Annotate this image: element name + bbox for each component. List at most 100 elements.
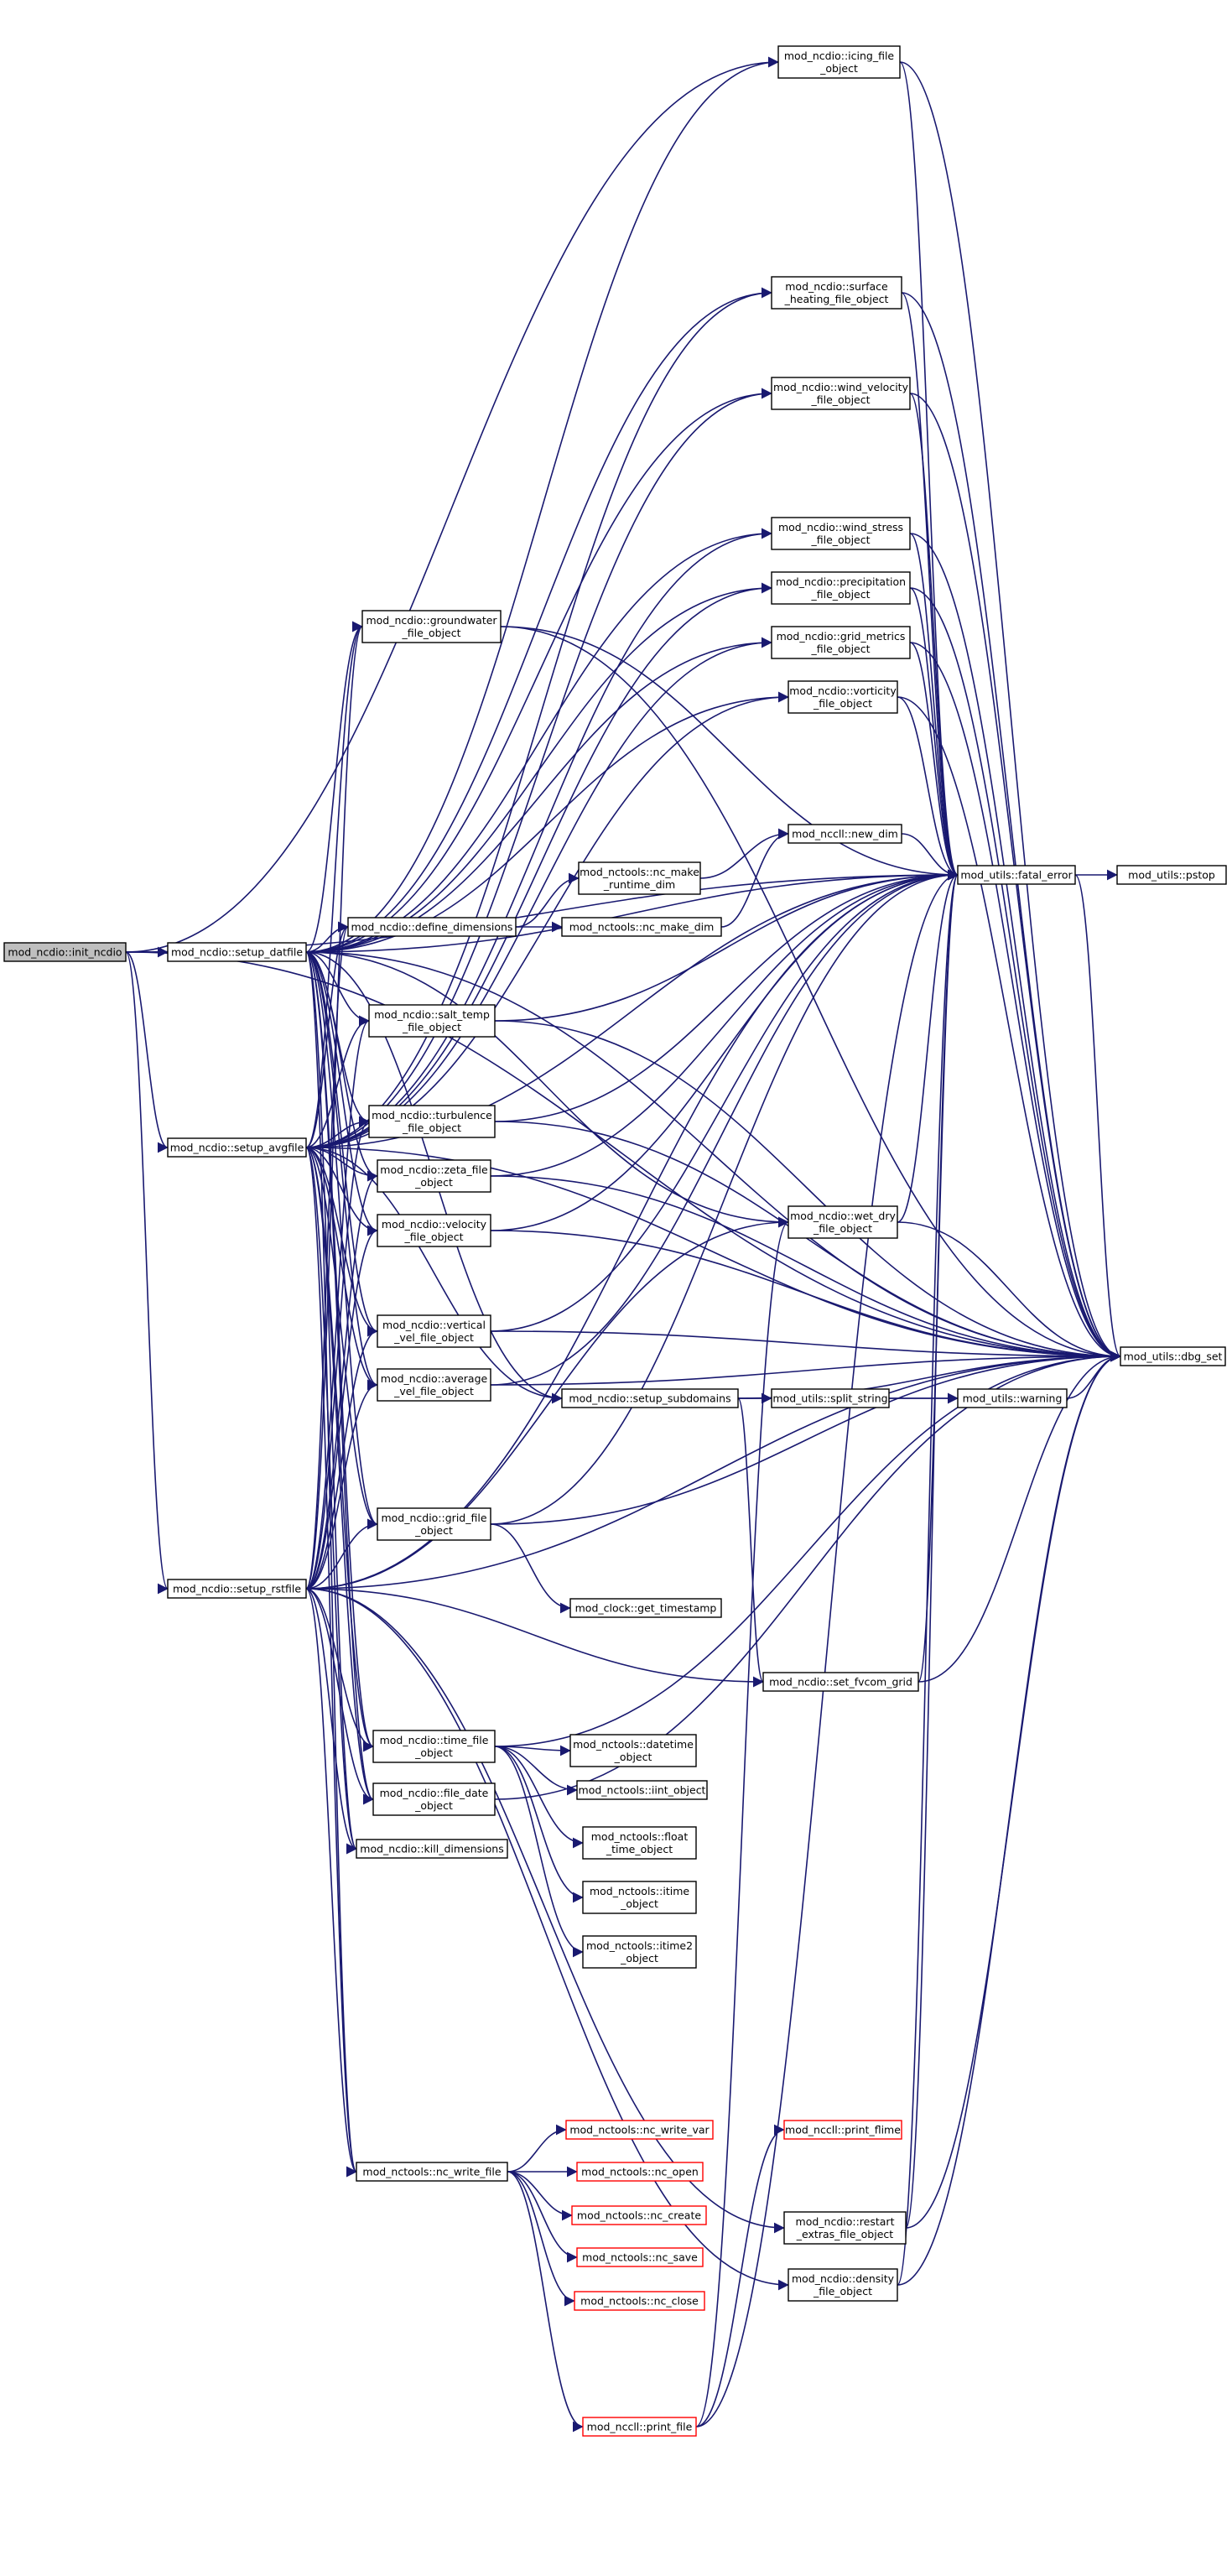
node-box [167, 1579, 307, 1599]
node-nc-make-runtime-dim[interactable]: mod_nctools::nc_make_runtime_dim [578, 861, 701, 895]
node-wet-dry[interactable]: mod_ncdio::wet_dry_file_object [788, 1205, 898, 1239]
node-label: mod_nctools::nc_write_var [569, 2124, 710, 2136]
node-label: _heating_file_object [784, 293, 889, 305]
node-salt-temp[interactable]: mod_ncdio::salt_temp_file_object [368, 1004, 496, 1038]
edge-setup-avgfile-to-groundwater [305, 621, 363, 1148]
node-grid-metrics[interactable]: mod_ncdio::grid_metrics_file_object [771, 626, 911, 659]
node-zeta[interactable]: mod_ncdio::zeta_file_object [377, 1159, 491, 1193]
node-iint[interactable]: mod_nctools::iint_object [576, 1780, 708, 1800]
edge-setup-rstfile-to-zeta [305, 1170, 378, 1590]
edge-print-file-to-wet-dry [695, 1216, 789, 2428]
node-setup-datfile[interactable]: mod_ncdio::setup_datfile [167, 942, 307, 962]
node-label: mod_ncdio::vorticity [789, 684, 897, 697]
node-set-fvcom-grid[interactable]: mod_ncdio::set_fvcom_grid [762, 1672, 919, 1692]
node-dbg-set[interactable]: mod_utils::dbg_set [1120, 1346, 1226, 1366]
node-label: mod_ncdio::kill_dimensions [360, 1843, 503, 1855]
node-grid-file[interactable]: mod_ncdio::grid_file_object [377, 1507, 491, 1541]
node-restart-extras[interactable]: mod_ncdio::restart_extras_file_object [783, 2211, 907, 2245]
node-init-ncdio[interactable]: mod_ncdio::init_ncdio [3, 942, 127, 962]
node-warning[interactable]: mod_utils::warning [957, 1388, 1068, 1408]
node-box [771, 276, 902, 310]
node-precipitation[interactable]: mod_ncdio::precipitation_file_object [771, 571, 911, 605]
node-datetime[interactable]: mod_nctools::datetime_object [569, 1734, 697, 1767]
node-label: mod_ncdio::groundwater [366, 614, 497, 627]
node-box [576, 2162, 704, 2182]
edge-define-dimensions-to-nc-make-runtime-dim [515, 872, 580, 928]
node-nc-close[interactable]: mod_nctools::nc_close [574, 2291, 705, 2311]
node-label: mod_nctools::datetime [573, 1738, 694, 1751]
node-setup-subdomains[interactable]: mod_ncdio::setup_subdomains [561, 1388, 739, 1408]
edge-setup-rstfile-to-dbg-set [305, 1350, 1121, 1590]
node-box [771, 517, 911, 550]
node-itime2[interactable]: mod_nctools::itime2_object [582, 1935, 697, 1969]
node-split-string[interactable]: mod_utils::split_string [771, 1388, 890, 1408]
node-label: mod_nccll::print_file [587, 2421, 693, 2433]
node-new-dim[interactable]: mod_nccll::new_dim [788, 824, 902, 844]
node-wind-velocity[interactable]: mod_ncdio::wind_velocity_file_object [771, 377, 911, 410]
node-nc-create[interactable]: mod_nctools::nc_create [571, 2205, 707, 2225]
node-get-timestamp[interactable]: mod_clock::get_timestamp [569, 1598, 722, 1618]
node-velocity[interactable]: mod_ncdio::velocity_file_object [377, 1214, 491, 1247]
edge-setup-rstfile-to-define-dimensions [305, 922, 349, 1590]
edge-surface-heating-to-dbg-set [901, 292, 1121, 1362]
node-groundwater[interactable]: mod_ncdio::groundwater_file_object [361, 610, 502, 643]
edge-fatal-error-to-dbg-set [1074, 874, 1121, 1362]
node-kill-dimensions[interactable]: mod_ncdio::kill_dimensions [356, 1839, 508, 1859]
node-surface-heating[interactable]: mod_ncdio::surface_heating_file_object [771, 276, 902, 310]
node-label: mod_nctools::nc_open [581, 2166, 699, 2178]
edge-vorticity-to-fatal-error [897, 696, 959, 881]
edge-density-to-fatal-error [897, 870, 959, 2286]
edge-vertical-vel-to-dbg-set [490, 1330, 1121, 1362]
edge-init-ncdio-to-setup-rstfile [125, 951, 169, 1594]
node-average-vel[interactable]: mod_ncdio::average_vel_file_object [377, 1368, 491, 1402]
edge-grid-metrics-to-dbg-set [909, 642, 1121, 1362]
node-vertical-vel[interactable]: mod_ncdio::vertical_vel_file_object [377, 1314, 491, 1348]
node-label: _file_object [403, 1231, 463, 1243]
node-print-file[interactable]: mod_nccll::print_file [582, 2417, 697, 2437]
edge-nc-make-dim-to-new-dim [720, 828, 789, 928]
node-vorticity[interactable]: mod_ncdio::vorticity_file_object [788, 680, 898, 714]
node-box [582, 1881, 697, 1914]
node-nc-make-dim[interactable]: mod_nctools::nc_make_dim [561, 917, 722, 937]
node-label: mod_nctools::itime2 [586, 1939, 693, 1952]
node-wind-stress[interactable]: mod_ncdio::wind_stress_file_object [771, 517, 911, 550]
node-nc-save[interactable]: mod_nctools::nc_save [576, 2247, 704, 2267]
node-label: mod_ncdio::average [381, 1372, 488, 1385]
node-pstop[interactable]: mod_utils::pstop [1116, 865, 1227, 885]
edge-setup-rstfile-to-density [305, 1588, 789, 2291]
node-label: _file_object [402, 1121, 461, 1134]
node-box [561, 1388, 739, 1408]
node-fatal-error[interactable]: mod_utils::fatal_error [957, 865, 1076, 885]
edge-init-ncdio-to-setup-avgfile [125, 951, 169, 1153]
node-float-time[interactable]: mod_nctools::float_time_object [582, 1826, 697, 1860]
node-icing[interactable]: mod_ncdio::icing_file_object [777, 45, 901, 79]
node-box [788, 680, 898, 714]
node-nc-open[interactable]: mod_nctools::nc_open [576, 2162, 704, 2182]
node-box [1120, 1346, 1226, 1366]
edge-setup-datfile-to-vorticity [305, 691, 789, 953]
node-turbulence[interactable]: mod_ncdio::turbulence_file_object [368, 1105, 496, 1138]
node-label: _file_object [810, 533, 870, 546]
node-define-dimensions[interactable]: mod_ncdio::define_dimensions [347, 917, 517, 937]
node-time-file[interactable]: mod_ncdio::time_file_object [372, 1730, 496, 1763]
node-setup-avgfile[interactable]: mod_ncdio::setup_avgfile [167, 1137, 307, 1158]
node-nc-write-file[interactable]: mod_nctools::nc_write_file [356, 2162, 508, 2182]
node-setup-rstfile[interactable]: mod_ncdio::setup_rstfile [167, 1579, 307, 1599]
node-nc-write-var[interactable]: mod_nctools::nc_write_var [565, 2120, 714, 2140]
edge-setup-datfile-to-velocity [305, 951, 378, 1236]
node-itime[interactable]: mod_nctools::itime_object [582, 1881, 697, 1914]
node-file-date[interactable]: mod_ncdio::file_date_object [372, 1782, 496, 1816]
edge-grid-file-to-get-timestamp [490, 1523, 571, 1614]
node-label: _file_object [813, 1222, 872, 1235]
node-print-flime[interactable]: mod_nccll::print_flime [783, 2120, 902, 2140]
edge-setup-rstfile-to-grid-file [305, 1518, 378, 1590]
node-label: mod_ncdio::setup_avgfile [170, 1142, 304, 1154]
node-box [578, 861, 701, 895]
node-label: mod_ncdio::setup_datfile [171, 946, 303, 959]
node-box [372, 1782, 496, 1816]
node-label: _time_object [606, 1843, 673, 1855]
node-label: _file_object [401, 627, 460, 639]
edge-setup-datfile-to-nc-write-file [305, 951, 357, 2177]
node-label: _file_object [810, 643, 870, 655]
node-density[interactable]: mod_ncdio::density_file_object [788, 2268, 898, 2302]
